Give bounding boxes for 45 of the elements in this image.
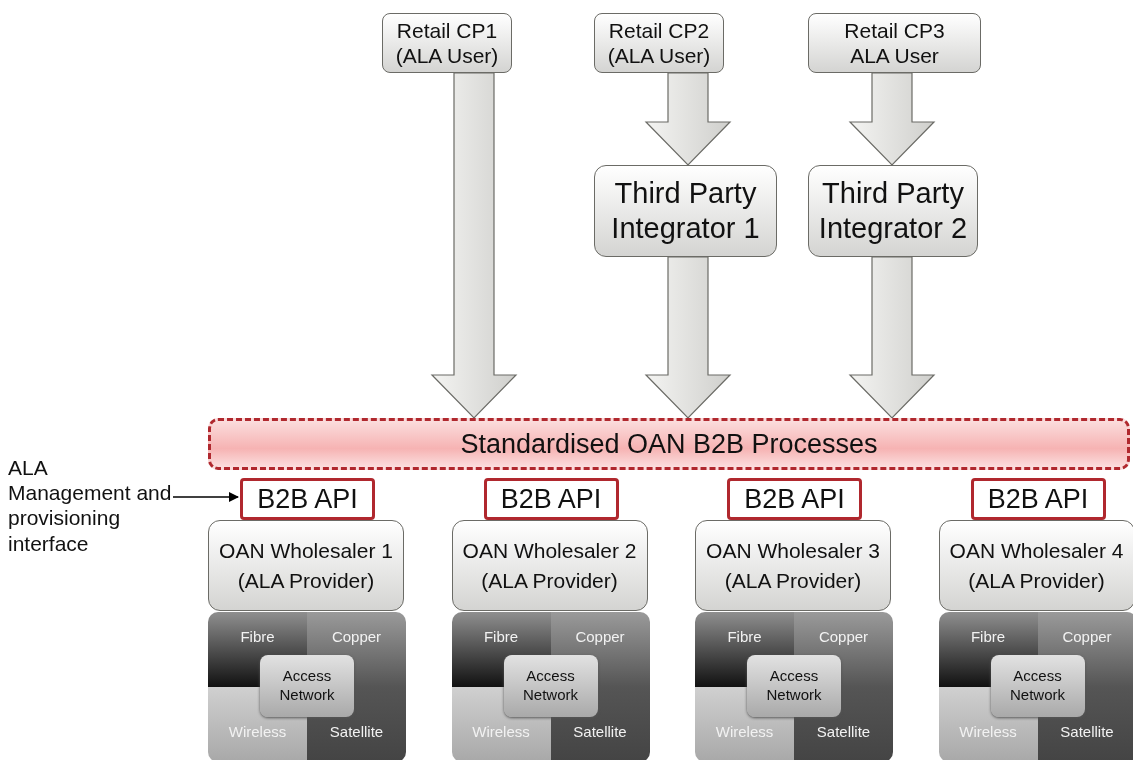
api-box: B2B API <box>240 478 375 520</box>
user-box: Retail CP3 ALA User <box>808 13 981 73</box>
access-network-box: Access Network <box>260 655 354 717</box>
wholesaler-box: OAN Wholesaler 4 (ALA Provider) <box>938 520 1133 611</box>
block-arrow <box>644 72 732 166</box>
process-band: Standardised OAN B2B Processes <box>208 418 1130 470</box>
network-type-label: Satellite <box>1059 723 1115 741</box>
network-type-label: Fibre <box>969 628 1007 646</box>
network-type-label: Copper <box>817 628 870 646</box>
api-box: B2B API <box>483 478 619 520</box>
integrator-box: Third Party Integrator 1 <box>594 165 777 257</box>
api-box: B2B API <box>970 478 1106 520</box>
access-network-panel <box>208 612 406 760</box>
wholesaler-box: OAN Wholesaler 1 (ALA Provider) <box>208 520 404 611</box>
wholesaler-box: OAN Wholesaler 3 (ALA Provider) <box>695 520 891 611</box>
access-network-box: Access Network <box>503 655 598 717</box>
block-arrow <box>644 256 732 419</box>
network-type-label: Fibre <box>239 628 276 646</box>
annotation-text: ALA Management and provisioning interface <box>8 455 173 577</box>
block-arrow <box>848 256 936 419</box>
network-type-label: Wireless <box>471 723 531 741</box>
network-type-label: Wireless <box>714 723 775 741</box>
access-network-panel <box>451 612 650 760</box>
network-type-label: Wireless <box>227 723 288 741</box>
network-type-label: Fibre <box>726 628 763 646</box>
network-type-label: Copper <box>1061 628 1113 646</box>
integrator-box: Third Party Integrator 2 <box>808 165 978 257</box>
arrow <box>172 492 239 502</box>
network-type-label: Satellite <box>328 723 385 741</box>
wholesaler-box: OAN Wholesaler 2 (ALA Provider) <box>451 520 648 611</box>
network-type-label: Copper <box>574 628 626 646</box>
network-type-label: Wireless <box>958 723 1018 741</box>
network-type-label: Satellite <box>815 723 872 741</box>
access-network-box: Access Network <box>990 655 1085 717</box>
access-network-panel <box>938 612 1133 760</box>
network-type-label: Copper <box>330 628 383 646</box>
block-arrow <box>430 72 518 419</box>
network-type-label: Fibre <box>482 628 520 646</box>
access-network-panel <box>695 612 893 760</box>
network-type-label: Satellite <box>572 723 628 741</box>
user-box: Retail CP1 (ALA User) <box>382 13 512 73</box>
api-box: B2B API <box>727 478 862 520</box>
access-network-box: Access Network <box>747 655 841 717</box>
block-arrow <box>848 72 936 166</box>
user-box: Retail CP2 (ALA User) <box>594 13 724 73</box>
